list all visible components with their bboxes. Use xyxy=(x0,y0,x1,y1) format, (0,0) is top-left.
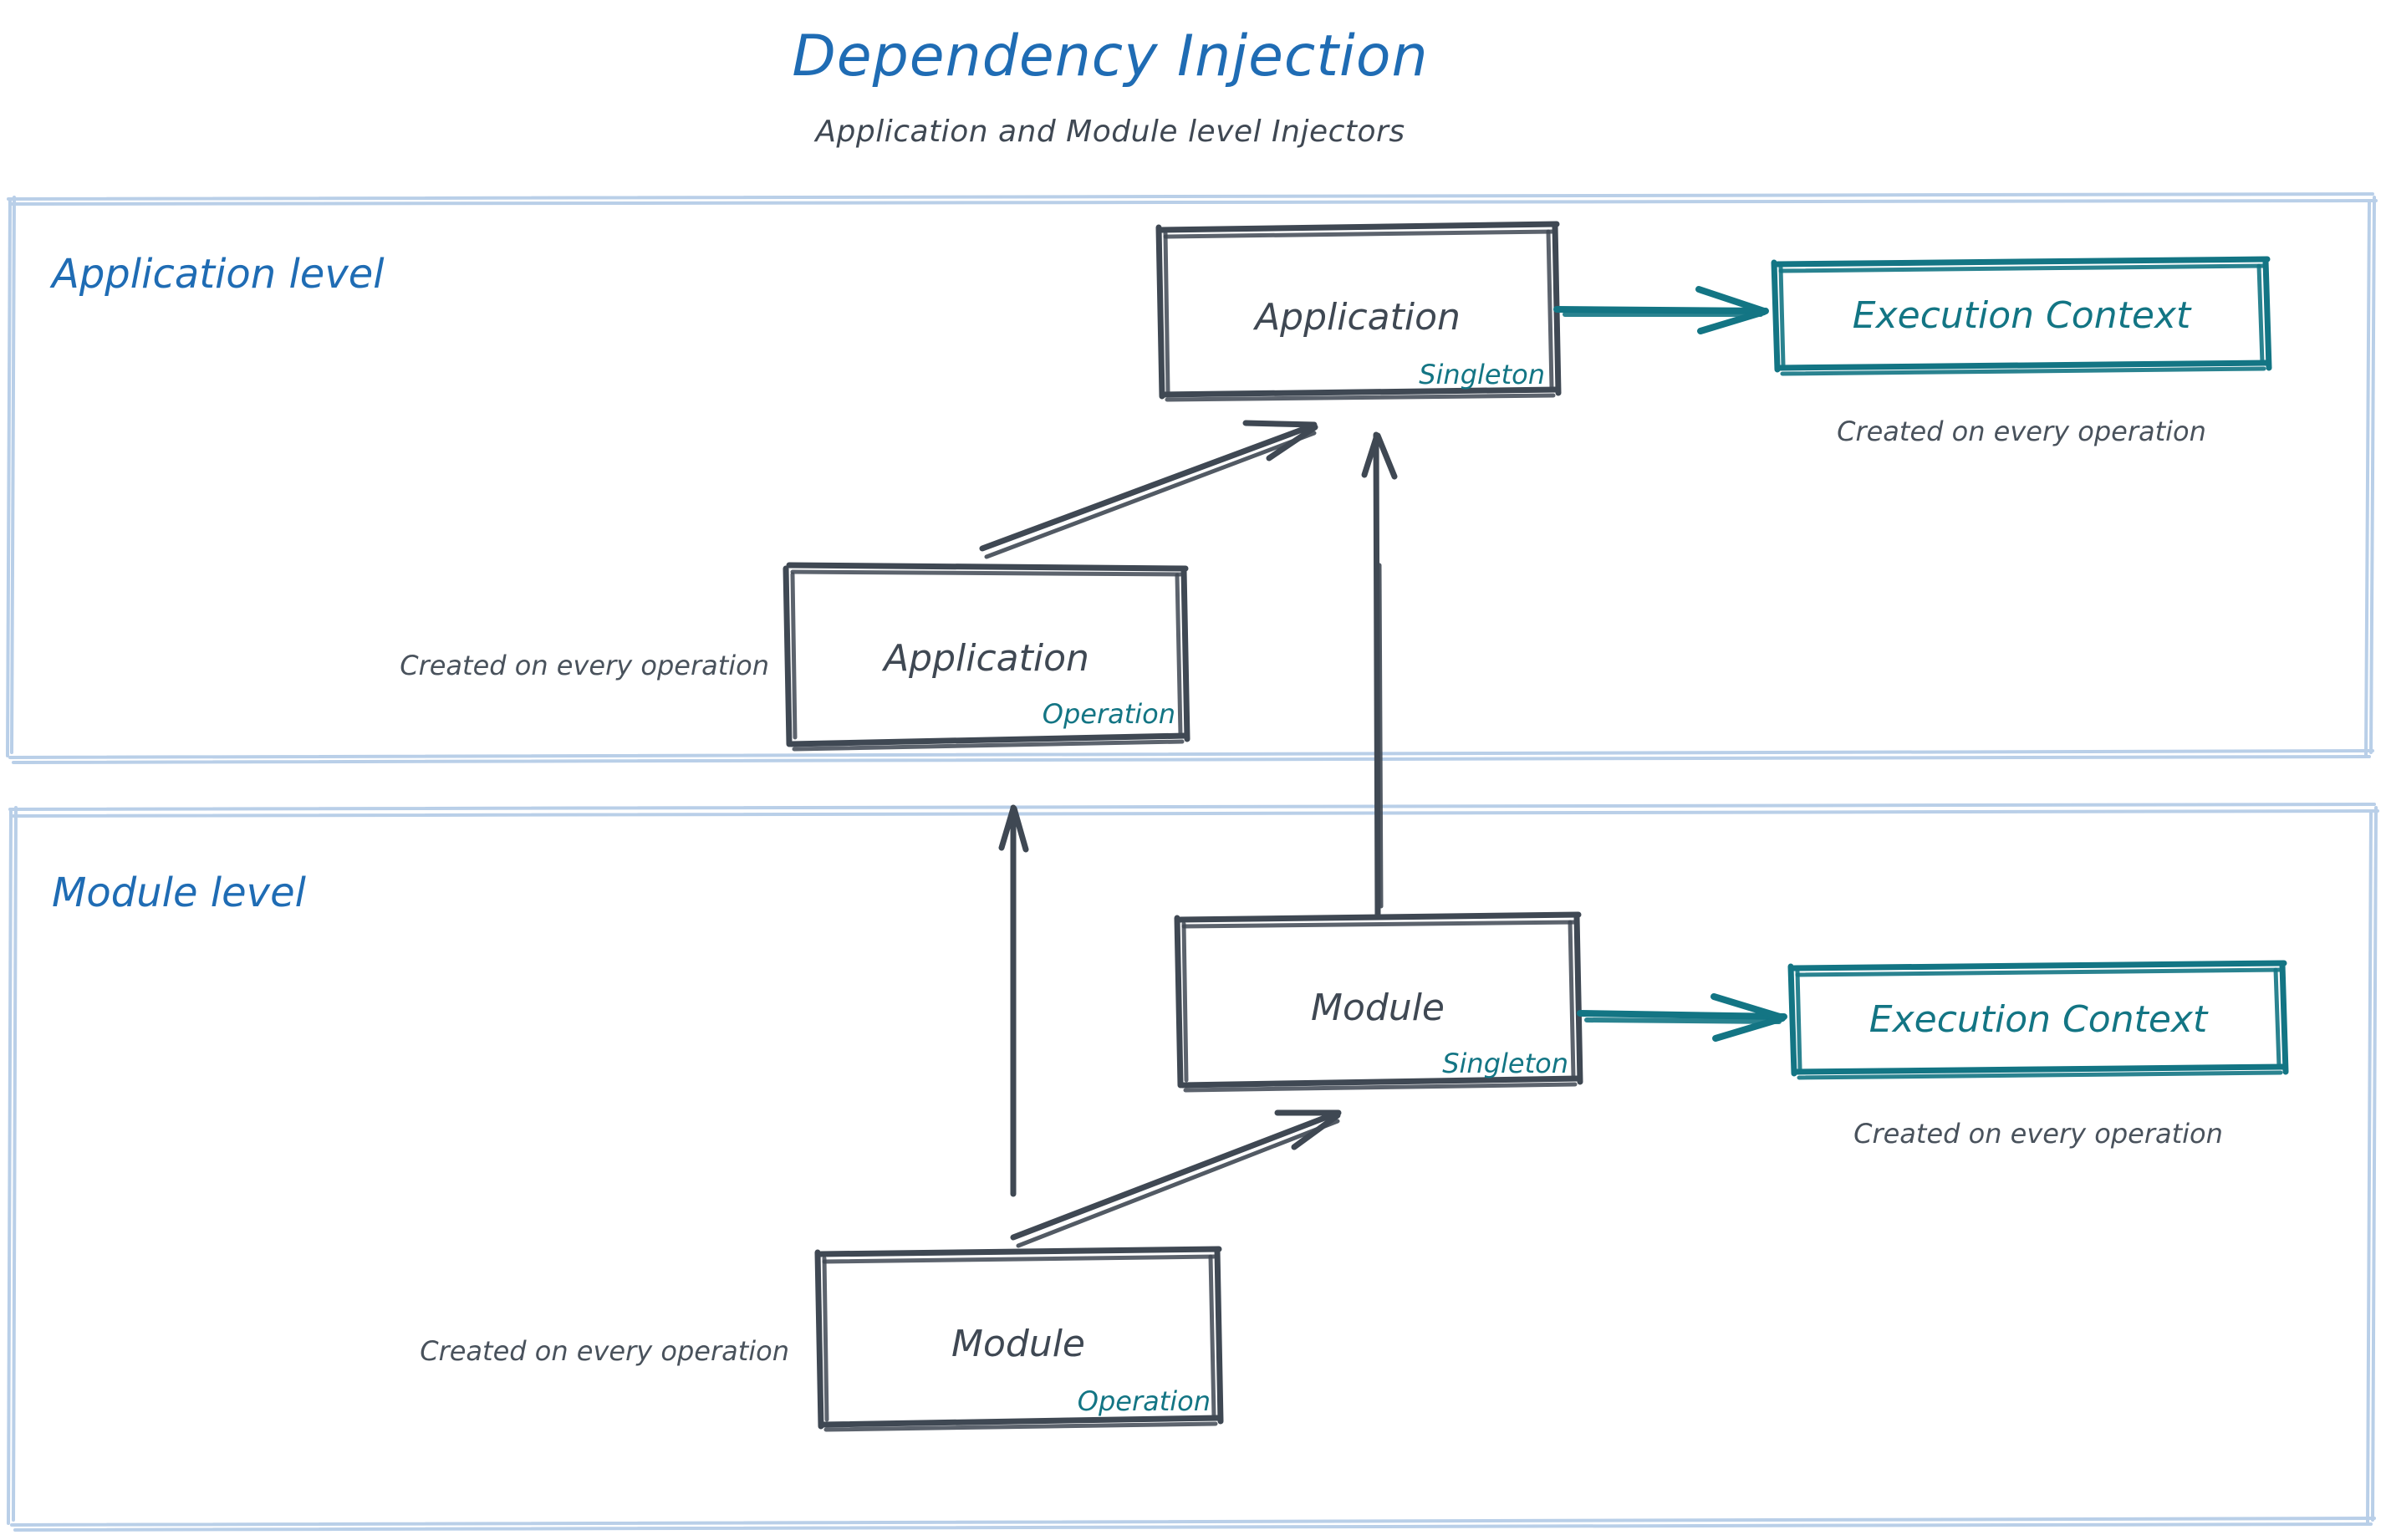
page-title: Dependency Injection xyxy=(792,23,1429,89)
connection-app-operation-to-app-singleton xyxy=(979,420,1318,559)
node-scope-module-operation: Operation xyxy=(1077,1385,1211,1417)
page-subtitle: Application and Module level Injectors xyxy=(815,115,1405,149)
node-box-application-operation xyxy=(783,562,1190,752)
zone-border-application-level xyxy=(6,192,2378,764)
node-scope-application-operation: Operation xyxy=(1042,698,1175,730)
node-title-module-singleton: Module xyxy=(1311,987,1445,1029)
node-box-module-operation xyxy=(814,1246,1224,1432)
node-box-module-execution-context xyxy=(1787,960,2289,1080)
node-box-application-singleton xyxy=(1155,221,1562,402)
connection-module-operation-to-module-singleton xyxy=(1010,1109,1342,1248)
node-title-application-singleton: Application xyxy=(1255,296,1461,339)
zone-label-module-level: Module level xyxy=(52,869,306,916)
node-scope-application-singleton: Singleton xyxy=(1419,359,1545,390)
note-app-operation: Created on every operation xyxy=(400,650,769,681)
zone-label-application-level: Application level xyxy=(52,251,385,298)
note-app-exec-context: Created on every operation xyxy=(1837,416,2206,447)
node-title-module-execution-context: Execution Context xyxy=(1869,998,2208,1041)
zone-border-module-level xyxy=(7,803,2379,1532)
node-box-application-execution-context xyxy=(1771,256,2272,376)
connection-module-singleton-to-app-singleton xyxy=(1361,431,1398,918)
node-scope-module-singleton: Singleton xyxy=(1442,1048,1568,1079)
connection-module-singleton-to-exec-context xyxy=(1577,993,1787,1042)
node-box-module-singleton xyxy=(1174,911,1583,1093)
node-title-application-operation: Application xyxy=(884,637,1089,680)
note-module-exec-context: Created on every operation xyxy=(1853,1118,2223,1150)
note-module-operation: Created on every operation xyxy=(420,1335,789,1367)
connection-module-operation-to-app-operation xyxy=(998,804,1029,1197)
node-title-module-operation: Module xyxy=(951,1323,1085,1365)
node-title-application-execution-context: Execution Context xyxy=(1852,294,2191,337)
connection-app-singleton-to-exec-context xyxy=(1553,286,1769,334)
